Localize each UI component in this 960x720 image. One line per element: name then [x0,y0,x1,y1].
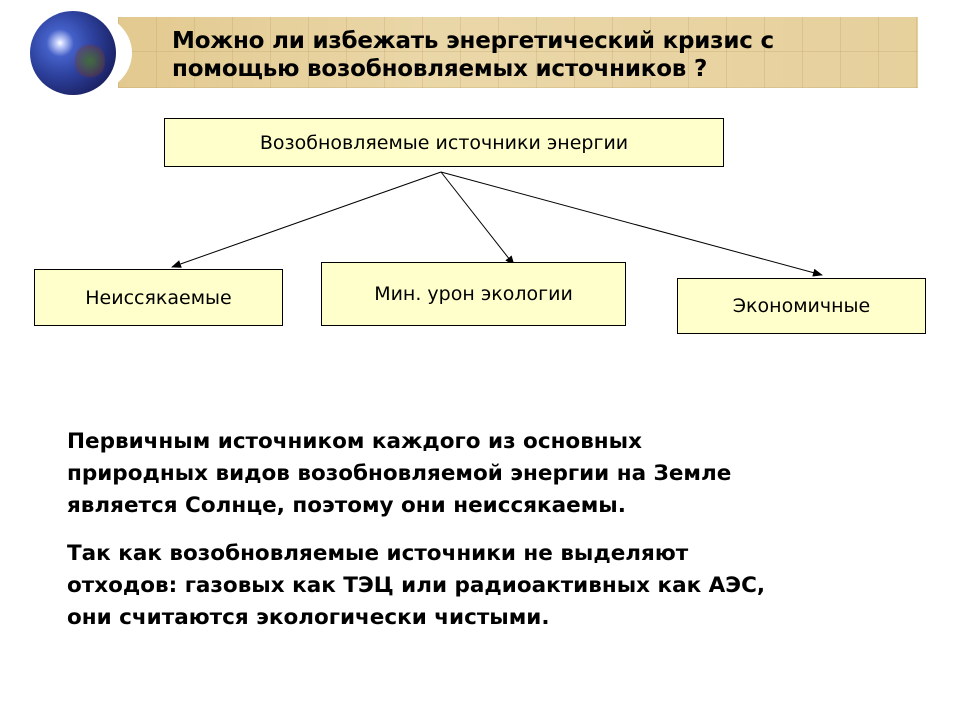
paragraph-2-line-1: Так как возобновляемые источники не выде… [67,541,689,566]
paragraph-2-line-2: отходов: газовых как ТЭЦ или радиоактивн… [67,573,766,598]
title-line-2: помощью возобновляемых источников ? [172,56,708,82]
arrow-to-child-2 [440,171,515,266]
arrow-to-child-1 [171,171,442,268]
slide-title: Можно ли избежать энергетический кризис … [172,27,774,83]
paragraph-1-line-3: является Солнце, поэтому они неиссякаемы… [67,493,626,518]
child-node-3: Экономичные [677,278,926,334]
paragraph-2: Так как возобновляемые источники не выде… [67,538,765,634]
root-node: Возобновляемые источники энергии [164,118,724,167]
globe-icon [30,11,116,95]
child-node-2: Мин. урон экологии [321,262,626,326]
title-banner [118,17,918,88]
paragraph-1: Первичным источником каждого из основных… [67,426,731,522]
child-node-1: Неиссякаемые [34,269,283,326]
paragraph-1-line-2: природных видов возобновляемой энергии н… [67,461,732,486]
title-line-1: Можно ли избежать энергетический кризис … [172,28,774,54]
paragraph-2-line-3: они считаются экологически чистыми. [67,605,550,630]
paragraph-1-line-1: Первичным источником каждого из основных [67,429,642,454]
arrow-to-child-3 [440,171,823,277]
